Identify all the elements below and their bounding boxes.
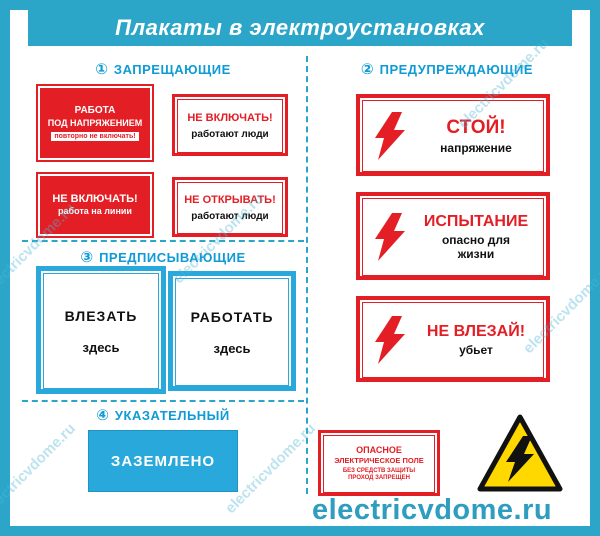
sign-ne-vklyuchat-rabotayut-lyudi: НЕ ВКЛЮЧАТЬ! работают люди bbox=[172, 94, 288, 156]
sign-text: ВЛЕЗАТЬ bbox=[64, 307, 138, 324]
sign-text: работа на линии bbox=[58, 206, 132, 217]
sign-text: НЕ ВКЛЮЧАТЬ! bbox=[52, 192, 138, 205]
sign-text: ЭЛЕКТРИЧЕСКОЕ ПОЛЕ bbox=[334, 456, 424, 466]
sign-inner-frame: ИСПЫТАНИЕ опасно для жизни bbox=[362, 198, 544, 276]
section-number-4: ④ bbox=[96, 407, 109, 424]
section-header-warning: ② ПРЕДУПРЕЖДАЮЩИЕ bbox=[314, 60, 580, 78]
sign-subtitle: убьет bbox=[459, 342, 493, 357]
sign-inner-frame: НЕ ВЛЕЗАЙ! убьет bbox=[362, 302, 544, 378]
sign-text: здесь bbox=[82, 339, 120, 355]
sign-rabota-pod-napryazheniem: РАБОТА ПОД НАПРЯЖЕНИЕМ повторно не включ… bbox=[36, 84, 154, 162]
sign-text: ПОД НАПРЯЖЕНИЕМ bbox=[47, 117, 143, 128]
sign-text: РАБОТА bbox=[74, 105, 116, 117]
sign-ne-otkryvat-rabotayut-lyudi: НЕ ОТКРЫВАТЬ! работают люди bbox=[172, 177, 288, 237]
sign-text: здесь bbox=[213, 340, 251, 356]
section-header-prescriptive: ③ ПРЕДПИСЫВАЮЩИЕ bbox=[22, 248, 304, 266]
footer-watermark: electricvdome.ru bbox=[312, 494, 553, 526]
sign-title: ИСПЫТАНИЕ bbox=[423, 212, 529, 230]
sign-inner-frame: СТОЙ! напряжение bbox=[362, 100, 544, 172]
lightning-icon bbox=[363, 316, 417, 364]
sign-ne-vklyuchat-rabota-na-linii: НЕ ВКЛЮЧАТЬ! работа на линии bbox=[36, 172, 154, 238]
sign-text: ЗАЗЕМЛЕНО bbox=[110, 452, 216, 470]
sign-inner-frame: НЕ ОТКРЫВАТЬ! работают люди bbox=[177, 182, 283, 234]
section-label-warning: ПРЕДУПРЕЖДАЮЩИЕ bbox=[379, 61, 534, 77]
sign-text: РАБОТАТЬ bbox=[190, 308, 274, 325]
sign-title: НЕ ВЛЕЗАЙ! bbox=[426, 322, 526, 340]
high-voltage-triangle-icon bbox=[476, 412, 564, 499]
sign-inner-frame: РАБОТАТЬ здесь bbox=[175, 278, 289, 386]
column-divider bbox=[306, 56, 308, 494]
section-number-3: ③ bbox=[80, 249, 94, 266]
lightning-icon bbox=[363, 213, 417, 261]
sign-text-block: НЕ ВЛЕЗАЙ! убьет bbox=[417, 323, 543, 358]
sign-title: СТОЙ! bbox=[446, 116, 506, 138]
lightning-icon bbox=[363, 112, 417, 160]
section-divider-1 bbox=[22, 240, 304, 242]
sign-ispytanie-opasno-dlya-zhizni: ИСПЫТАНИЕ опасно для жизни bbox=[356, 192, 550, 280]
sign-text-block: СТОЙ! напряжение bbox=[417, 117, 543, 156]
section-header-indicating: ④ УКАЗАТЕЛЬНЫЙ bbox=[22, 406, 304, 424]
sign-zazemleno: ЗАЗЕМЛЕНО bbox=[88, 430, 238, 492]
section-number-1: ① bbox=[95, 61, 108, 78]
sign-text: работают люди bbox=[191, 129, 269, 140]
sign-text: ПРОХОД ЗАПРЕЩЕН bbox=[348, 475, 410, 482]
sign-opasnoe-elektricheskoe-pole: ОПАСНОЕ ЭЛЕКТРИЧЕСКОЕ ПОЛЕ БЕЗ СРЕДСТВ З… bbox=[318, 430, 440, 496]
sign-inner-frame: ВЛЕЗАТЬ здесь bbox=[43, 273, 159, 389]
sign-text: НЕ ОТКРЫВАТЬ! bbox=[184, 194, 276, 206]
sign-text-block: ИСПЫТАНИЕ опасно для жизни bbox=[417, 213, 543, 262]
sign-text: работают люди bbox=[191, 211, 269, 222]
diagonal-watermark: electricvdome.ru bbox=[0, 420, 79, 518]
sign-note: повторно не включать! bbox=[51, 131, 139, 141]
sign-text: ОПАСНОЕ bbox=[356, 445, 402, 456]
poster-title: Плакаты в электроустановках bbox=[115, 15, 485, 40]
sign-stoy-napryazhenie: СТОЙ! напряжение bbox=[356, 94, 550, 176]
section-header-prohibiting: ① ЗАПРЕЩАЮЩИЕ bbox=[22, 60, 304, 78]
sign-subtitle: напряжение bbox=[440, 140, 512, 155]
sign-ne-vlezay-ubet: НЕ ВЛЕЗАЙ! убьет bbox=[356, 296, 550, 382]
sign-inner-frame: НЕ ВКЛЮЧАТЬ! работают люди bbox=[177, 99, 283, 153]
section-label-indicating: УКАЗАТЕЛЬНЫЙ bbox=[114, 407, 230, 423]
poster-title-bar: Плакаты в электроустановках bbox=[28, 10, 572, 46]
section-label-prescriptive: ПРЕДПИСЫВАЮЩИЕ bbox=[99, 249, 246, 265]
section-number-2: ② bbox=[360, 61, 374, 78]
sign-inner-frame: ОПАСНОЕ ЭЛЕКТРИЧЕСКОЕ ПОЛЕ БЕЗ СРЕДСТВ З… bbox=[323, 435, 435, 493]
sign-text: БЕЗ СРЕДСТВ ЗАЩИТЫ bbox=[342, 467, 416, 474]
sign-vlezat-zdes: ВЛЕЗАТЬ здесь bbox=[36, 266, 166, 394]
sign-rabotat-zdes: РАБОТАТЬ здесь bbox=[168, 271, 296, 391]
sign-text: НЕ ВКЛЮЧАТЬ! bbox=[187, 112, 273, 124]
section-divider-2 bbox=[22, 400, 304, 402]
sign-subtitle: опасно для жизни bbox=[441, 232, 511, 261]
section-label-prohibiting: ЗАПРЕЩАЮЩИЕ bbox=[113, 61, 231, 77]
